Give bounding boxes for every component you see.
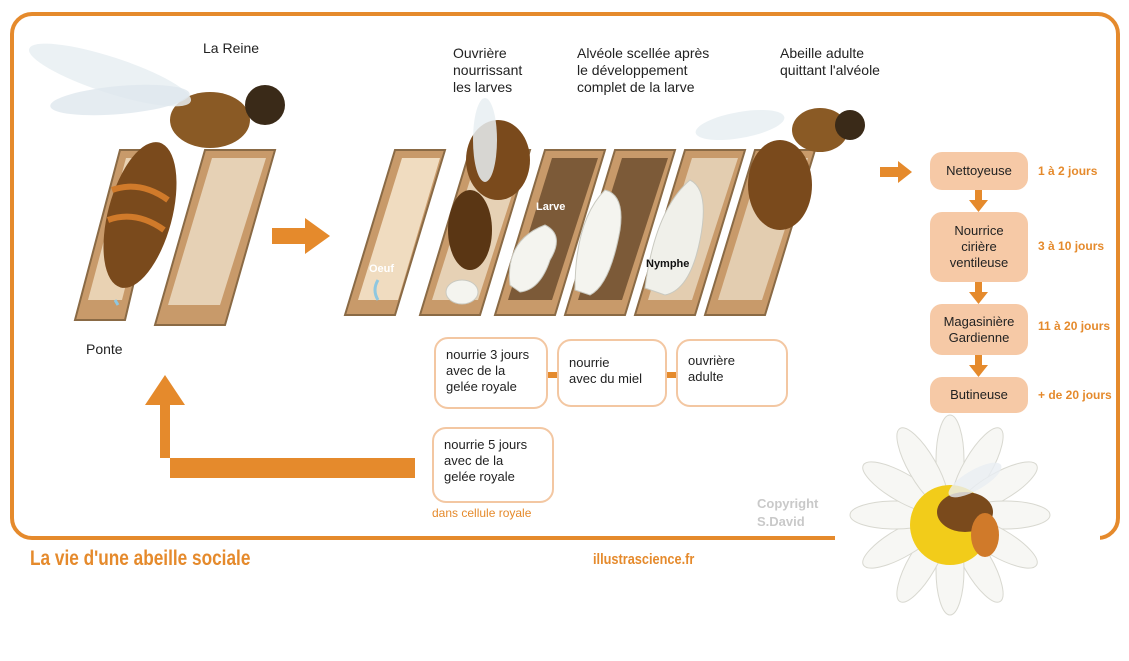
daisy-flower xyxy=(850,415,1050,615)
role-forager-days: + de 20 jours xyxy=(1038,388,1112,402)
queen-label: La Reine xyxy=(203,40,259,57)
egg-label: Oeuf xyxy=(369,263,394,275)
role-cleaner: Nettoyeuse xyxy=(930,152,1028,190)
website-credit: illustrascience.fr xyxy=(593,551,694,568)
role-cleaner-days: 1 à 2 jours xyxy=(1038,164,1097,178)
larva-label: Larve xyxy=(536,201,565,213)
royal-cell-note: dans cellule royale xyxy=(432,506,531,520)
worker-royal-jelly-box: nourrie 3 jours avec de la gelée royale xyxy=(434,337,548,409)
worker-feeding-label: Ouvrière nourrissant les larves xyxy=(453,45,522,96)
role-nurse-days: 3 à 10 jours xyxy=(1038,239,1104,253)
laying-label: Ponte xyxy=(86,341,123,358)
sealed-cell-label: Alvéole scellée après le développement c… xyxy=(577,45,709,96)
role-forager: Butineuse xyxy=(930,377,1028,413)
role-storekeeper-days: 11 à 20 jours xyxy=(1038,319,1110,333)
nymph-label: Nymphe xyxy=(646,258,689,270)
copyright: Copyright S.David xyxy=(757,495,818,531)
diagram-title: La vie d'une abeille sociale xyxy=(30,547,250,571)
adult-leaving-label: Abeille adulte quittant l'alvéole xyxy=(780,45,880,79)
brood-cells xyxy=(345,150,815,315)
role-storekeeper: Magasinière Gardienne xyxy=(930,304,1028,355)
adult-worker-box: ouvrière adulte xyxy=(676,339,788,407)
queen-royal-jelly-box: nourrie 5 jours avec de la gelée royale xyxy=(432,427,554,503)
honey-feeding-box: nourrie avec du miel xyxy=(557,339,667,407)
role-nurse: Nourrice cirière ventileuse xyxy=(930,212,1028,282)
